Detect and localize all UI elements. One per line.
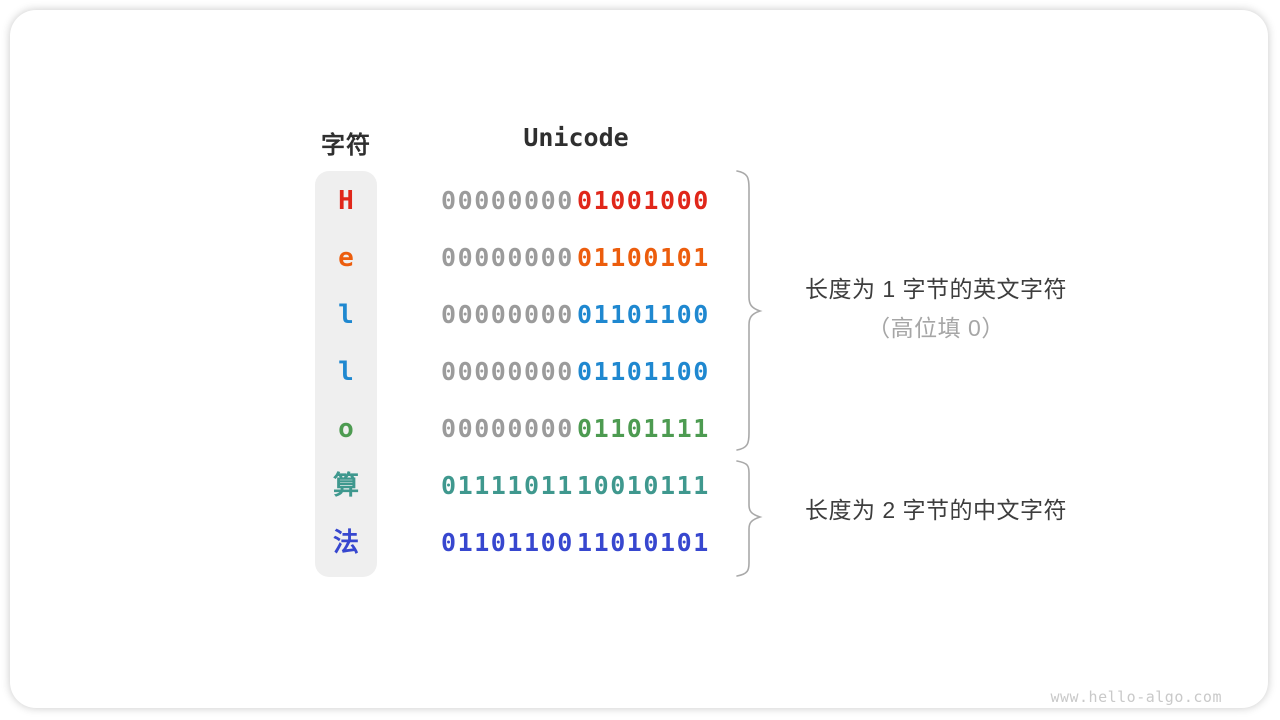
annotation-highbits-label: （高位填 0） bbox=[867, 315, 1005, 341]
byte-high: 00000000 bbox=[441, 414, 574, 443]
annotation-english-label: 长度为 1 字节的英文字符 bbox=[804, 276, 1068, 302]
table-row: l 00000000 01101100 bbox=[10, 298, 1280, 332]
column-header-unicode: Unicode bbox=[523, 123, 629, 152]
byte-high: 00000000 bbox=[441, 300, 574, 329]
chinese-group-brace-icon bbox=[736, 460, 763, 577]
byte-low: 01001000 bbox=[577, 186, 710, 215]
char-cell: o bbox=[338, 414, 354, 444]
byte-low: 01101100 bbox=[577, 300, 710, 329]
char-cell: H bbox=[338, 186, 354, 216]
byte-high: 00000000 bbox=[441, 186, 574, 215]
char-cell: l bbox=[338, 357, 354, 387]
char-cell: e bbox=[338, 243, 354, 273]
byte-low: 10010111 bbox=[577, 471, 710, 500]
char-cell: 法 bbox=[332, 528, 359, 558]
byte-low: 01100101 bbox=[577, 243, 710, 272]
figure-card: 字符 Unicode H 00000000 01001000 e 0000000… bbox=[10, 10, 1268, 708]
byte-high: 01111011 bbox=[441, 471, 574, 500]
table-row: e 00000000 01100101 bbox=[10, 241, 1280, 275]
annotation-chinese-label: 长度为 2 字节的中文字符 bbox=[804, 497, 1068, 523]
table-row: H 00000000 01001000 bbox=[10, 184, 1280, 218]
byte-high: 00000000 bbox=[441, 243, 574, 272]
char-column-background bbox=[315, 171, 377, 577]
column-header-char: 字符 bbox=[321, 132, 371, 159]
watermark-url: www.hello-algo.com bbox=[1050, 688, 1222, 706]
annotation-chinese-group: 长度为 2 字节的中文字符 bbox=[780, 496, 1092, 524]
byte-low: 01101111 bbox=[577, 414, 710, 443]
table-row: o 00000000 01101111 bbox=[10, 412, 1280, 446]
char-cell: l bbox=[338, 300, 354, 330]
table-row: l 00000000 01101100 bbox=[10, 355, 1280, 389]
byte-low: 01101100 bbox=[577, 357, 710, 386]
char-cell: 算 bbox=[332, 471, 359, 501]
byte-high: 01101100 bbox=[441, 528, 574, 557]
byte-high: 00000000 bbox=[441, 357, 574, 386]
table-row: 法 01101100 11010101 bbox=[10, 526, 1280, 560]
annotation-english-group: 长度为 1 字节的英文字符 （高位填 0） bbox=[780, 275, 1092, 342]
table-row: 算 01111011 10010111 bbox=[10, 469, 1280, 503]
byte-low: 11010101 bbox=[577, 528, 710, 557]
english-group-brace-icon bbox=[736, 170, 763, 451]
